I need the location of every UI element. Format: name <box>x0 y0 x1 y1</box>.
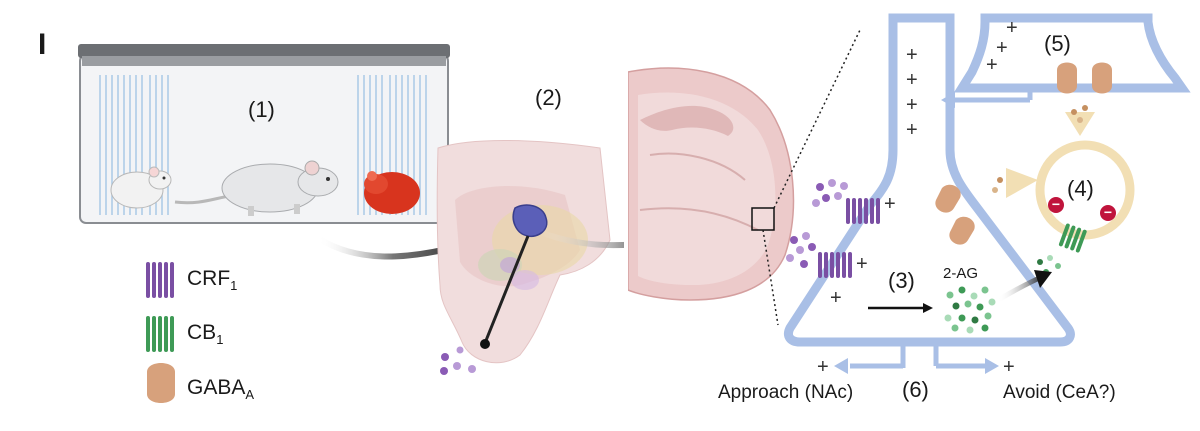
plus-sign: + <box>906 44 918 66</box>
step-4-label: (4) <box>1067 176 1094 201</box>
plus-sign: + <box>906 94 918 116</box>
crf-molecules <box>786 179 848 268</box>
step-5-label: (5) <box>1044 31 1071 56</box>
inhibitory-interneuron <box>992 140 1135 240</box>
gabaa-legend-icon <box>147 363 175 403</box>
caged-rat-left <box>110 166 172 209</box>
legend-gabaa-label: GABAA <box>187 376 255 403</box>
plus-sign: + <box>986 54 998 76</box>
avoid-output-label: Avoid (CeA?) <box>1003 382 1116 403</box>
plus-sign: + <box>906 119 918 141</box>
plus-sign: + <box>906 69 918 91</box>
step-3-label: (3) <box>888 268 915 293</box>
cb1-legend-icon <box>146 316 174 352</box>
step-6-label: (6) <box>902 377 929 402</box>
panel-letter: I <box>38 28 47 61</box>
two-ag-label: 2-AG <box>943 265 979 282</box>
amygdala-slice <box>436 140 611 364</box>
caged-rat-right <box>364 171 420 214</box>
step-2-label: (2) <box>535 85 562 110</box>
crf-molecules-bottom <box>440 346 476 375</box>
pyramidal-neuron <box>784 13 1075 374</box>
gaba-receptors-neuron <box>935 184 975 245</box>
plus-sign: + <box>830 287 842 309</box>
step-1-label: (1) <box>248 97 275 122</box>
plus-sign: + <box>996 37 1008 59</box>
plus-sign: + <box>1006 17 1018 39</box>
plus-sign: + <box>817 356 829 378</box>
inhibition-badge: − <box>1100 205 1116 221</box>
recording-site-dot <box>480 339 490 349</box>
crf1-legend-icon <box>146 262 174 298</box>
free-rat <box>174 160 339 216</box>
plus-sign: + <box>856 253 868 275</box>
legend-crf1-label: CRF1 <box>187 267 238 294</box>
gaba-terminal-top <box>1065 105 1095 136</box>
cb1-receptor <box>1037 223 1087 275</box>
gaba-receptors-top <box>1057 62 1112 94</box>
inhibition-badge: − <box>1048 197 1064 213</box>
crf1-receptors <box>818 198 880 278</box>
two-ag-molecules <box>944 286 996 334</box>
upstream-interneuron <box>941 13 1191 108</box>
plus-sign: + <box>1003 356 1015 378</box>
approach-output-label: Approach (NAc) <box>718 382 854 403</box>
legend-cb1-label: CB1 <box>187 321 224 348</box>
brain-hemisphere <box>624 67 795 301</box>
plus-sign: + <box>884 193 896 215</box>
